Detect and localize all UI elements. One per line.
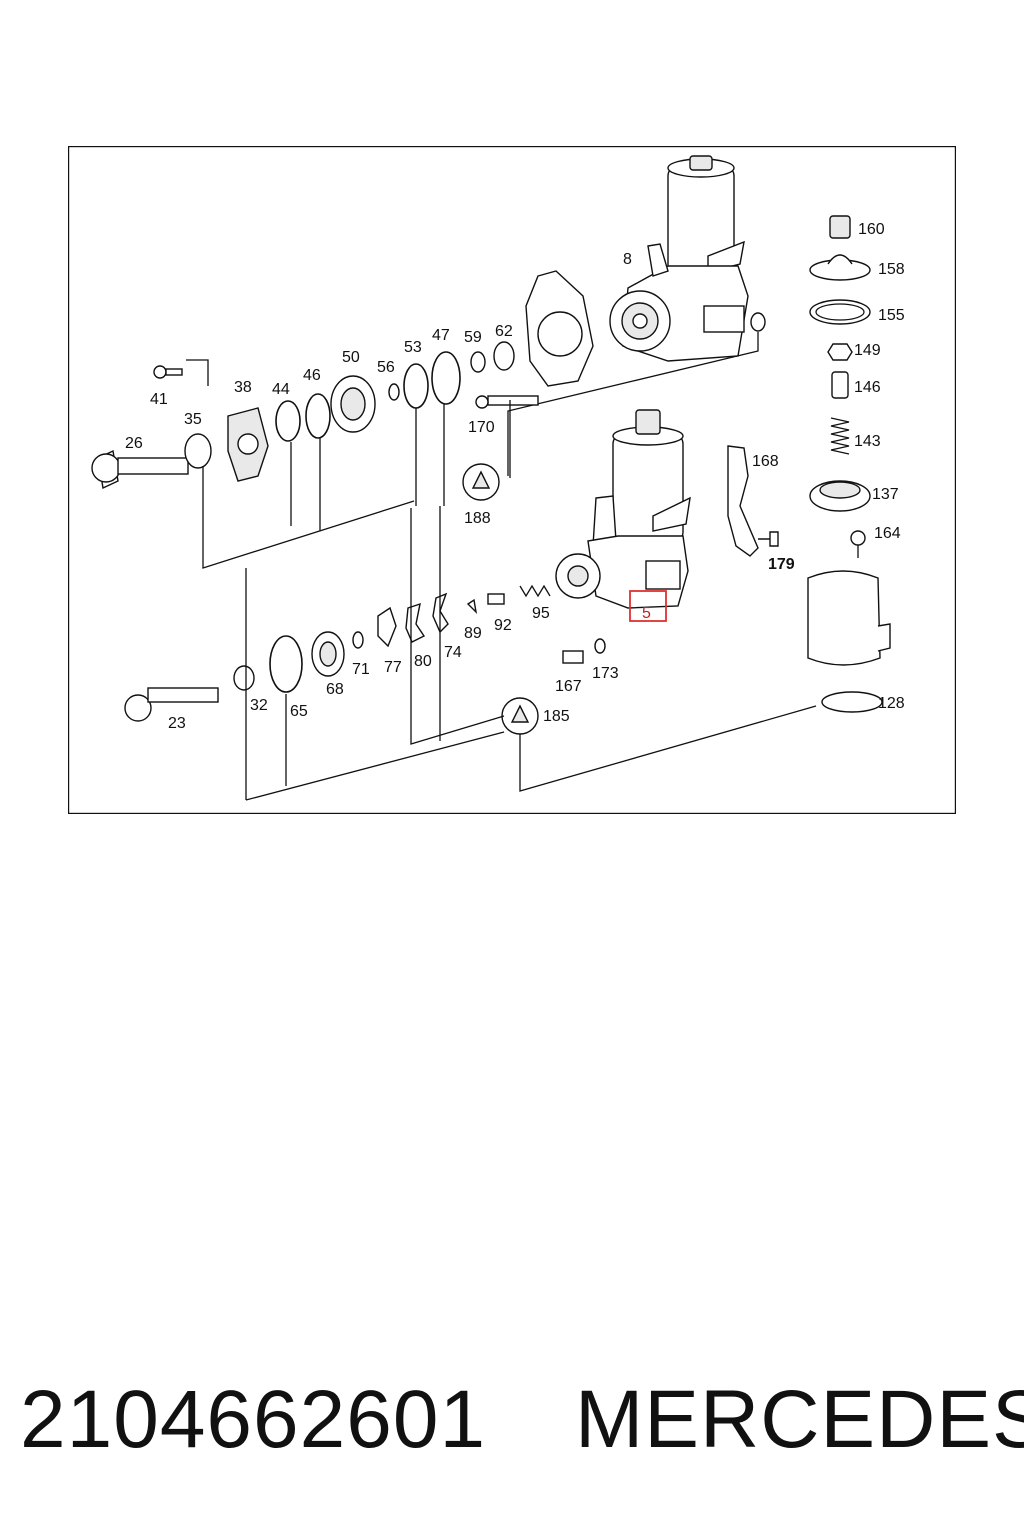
seal-ring: [750, 312, 766, 332]
callout-label: 50: [342, 349, 360, 366]
callout-label: 158: [878, 261, 905, 278]
callout-label: 26: [125, 435, 143, 452]
callout-label: 41: [150, 391, 168, 408]
callout-label: 164: [874, 525, 901, 542]
part-number: 2104662601: [20, 1374, 487, 1465]
callout-label: 95: [532, 605, 550, 622]
callout-label: 38: [234, 379, 252, 396]
callout-label: 137: [872, 486, 899, 503]
callout-label: 44: [272, 381, 290, 398]
brand-name: MERCEDES: [575, 1374, 1024, 1465]
callout-label: 65: [290, 703, 308, 720]
reservoir-parts: [807, 215, 891, 713]
footer: 2104662601 MERCEDES: [0, 1365, 1024, 1475]
callout-label: 46: [303, 367, 321, 384]
callout-label: 23: [168, 715, 186, 732]
lower-row-parts: [124, 584, 606, 735]
callout-label: 160: [858, 221, 885, 238]
callout-label: 155: [878, 307, 905, 324]
callout-label: 62: [495, 323, 513, 340]
callout-label: 35: [184, 411, 202, 428]
callout-label: 68: [326, 681, 344, 698]
upper-row-parts: [91, 341, 539, 501]
callout-label: 170: [468, 419, 495, 436]
callout-label: 89: [464, 625, 482, 642]
callout-label: 8: [623, 251, 632, 268]
callout-label: 188: [464, 510, 491, 527]
pump-assembly-upper: [609, 155, 749, 362]
callout-label: 179: [768, 556, 795, 573]
callout-labels: 160 158 155 149 146 143 137 164 168 179 …: [125, 221, 905, 732]
callout-label: 167: [555, 678, 582, 695]
callout-label: 77: [384, 659, 402, 676]
pump-assembly-lower: [555, 409, 691, 609]
bracket: [727, 445, 759, 557]
callout-label: 32: [250, 697, 268, 714]
callout-label: 143: [854, 433, 881, 450]
callout-label: 80: [414, 653, 432, 670]
callout-label: 56: [377, 359, 395, 376]
callout-label: 146: [854, 379, 881, 396]
callout-label: 173: [592, 665, 619, 682]
callout-label: 59: [464, 329, 482, 346]
callout-label: 92: [494, 617, 512, 634]
highlight-box-5: [629, 590, 667, 622]
callout-label: 185: [543, 708, 570, 725]
callout-label: 53: [404, 339, 422, 356]
callout-label: 74: [444, 644, 462, 661]
callout-label: 47: [432, 327, 450, 344]
callout-label: 5: [642, 605, 651, 622]
callout-label: 71: [352, 661, 370, 678]
bolt-179: [758, 531, 779, 547]
callout-label: 128: [878, 695, 905, 712]
callout-label: 168: [752, 453, 779, 470]
callout-label: 149: [854, 342, 881, 359]
exploded-parts-diagram: 160 158 155 149 146 143 137 164 168 179 …: [68, 146, 956, 814]
